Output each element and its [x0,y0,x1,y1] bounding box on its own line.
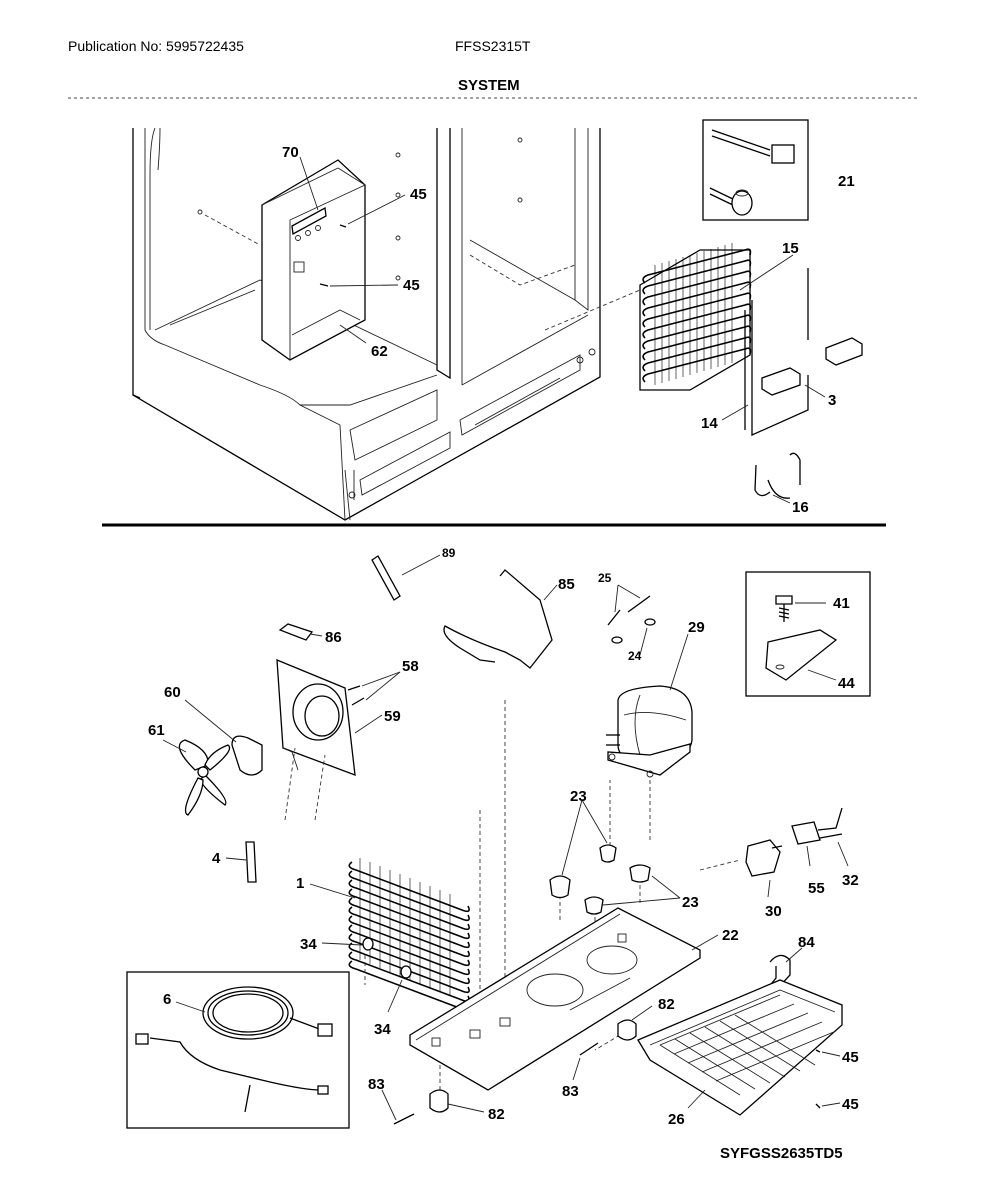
callout-44: 44 [838,675,855,692]
part-86-pin [278,623,314,641]
callout-84: 84 [798,934,815,951]
inset-41-44-bracket [745,571,871,697]
part-1-condenser [348,858,470,1012]
callout-3: 3 [828,392,836,409]
callout-83-right: 83 [562,1083,579,1100]
part-62-housing [261,159,366,361]
part-15-evaporator [544,243,752,391]
callout-4: 4 [212,850,221,867]
part-26-drain-pan [637,979,843,1116]
callout-82-left: 82 [488,1106,505,1123]
callout-22: 22 [722,927,739,944]
callout-34-lower: 34 [374,1021,391,1038]
callout-30: 30 [765,903,782,920]
callout-14: 14 [701,415,718,432]
part-82-foot-left [429,1089,449,1113]
inset-21-tubing [702,119,809,221]
callout-86: 86 [325,629,342,646]
callout-32: 32 [842,872,859,889]
part-60-fan-motor [231,735,263,776]
callout-24: 24 [628,649,642,663]
callout-61: 61 [148,722,165,739]
model-number: FFSS2315T [455,38,531,54]
callout-89: 89 [442,546,456,560]
callout-41: 41 [833,595,850,612]
part-23-grommets [549,844,651,915]
refrigerator-cabinet [132,127,601,521]
callout-55: 55 [808,880,825,897]
callout-23-lower: 23 [682,894,699,911]
callout-15: 15 [782,240,799,257]
callout-16: 16 [792,499,809,516]
callout-45-lower: 45 [403,277,420,294]
callout-6: 6 [163,991,171,1008]
callout-45-upper: 45 [410,186,427,203]
callout-34-upper: 34 [300,936,317,953]
drawing-code: SYFGSS2635TD5 [720,1145,843,1162]
callout-83-left: 83 [368,1076,385,1093]
callout-25: 25 [598,571,612,585]
callout-21: 21 [838,173,855,190]
callout-45-pan-lower: 45 [842,1096,859,1113]
section-title: SYSTEM [458,77,520,94]
part-85-wire-bracket [443,569,553,669]
callout-45-pan-upper: 45 [842,1049,859,1066]
part-82-foot-right [617,1019,637,1041]
part-4-drier [245,841,257,883]
part-89-tube [371,555,401,601]
part-70-bracket [291,206,327,241]
publication-number: Publication No: 5995722435 [68,38,244,54]
callout-85: 85 [558,576,575,593]
part-59-fan-shroud [276,659,356,776]
part-29-compressor [606,685,693,778]
callout-70: 70 [282,144,299,161]
part-30-relay [745,839,781,877]
callout-60: 60 [164,684,181,701]
part-84-tube [721,954,791,1061]
callout-62: 62 [371,343,388,360]
callout-82-right: 82 [658,996,675,1013]
part-61-fan-blade [178,739,231,816]
callout-59: 59 [384,708,401,725]
inset-6-power-cord [126,971,350,1129]
callout-58: 58 [402,658,419,675]
callout-26: 26 [668,1111,685,1128]
part-55-overload [791,821,821,845]
callout-23-upper: 23 [570,788,587,805]
callout-1: 1 [296,875,304,892]
callout-29: 29 [688,619,705,636]
part-22-base-plate [409,907,701,1091]
